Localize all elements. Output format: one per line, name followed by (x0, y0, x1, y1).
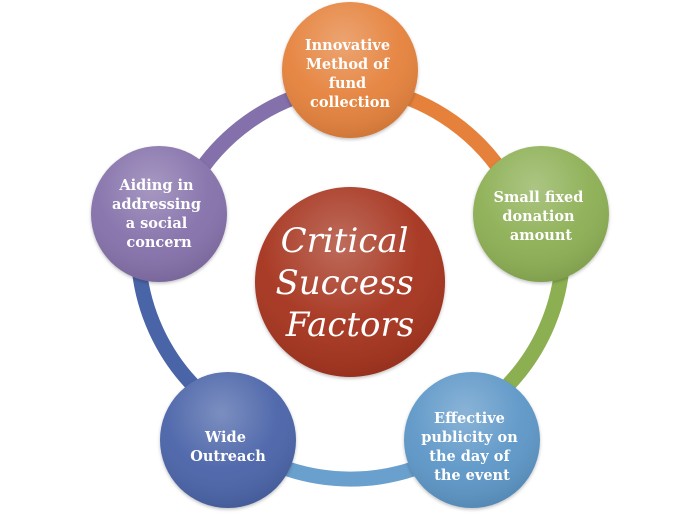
node-label-line: addressing (112, 196, 201, 213)
node-label: Small fixed donation amount (494, 189, 589, 244)
node-label: Wide Outreach (190, 429, 266, 465)
node-label-line: collection (310, 94, 390, 111)
node-label-line: fund (329, 75, 366, 92)
node-label-line: Small fixed (494, 189, 584, 206)
node-label: Innovative Method of fund collection (305, 37, 395, 111)
node-circle-gloss (404, 372, 540, 508)
node-label-line: Outreach (190, 448, 266, 465)
node-circle-gloss (473, 146, 609, 282)
node-label-line: the event (434, 467, 510, 484)
connector-bottom-left-to-left (131, 261, 200, 392)
node-label-line: Wide (204, 429, 246, 446)
node-small-fixed-donation: Small fixed donation amount (473, 146, 609, 282)
center-node: Critical Success Factors (255, 187, 445, 377)
node-label-line: the day of (429, 448, 511, 465)
node-circle-gloss (160, 372, 296, 508)
node-label: Effective publicity on the day of the ev… (421, 410, 523, 484)
node-circle-gloss (282, 2, 418, 138)
node-label-line: a social (126, 215, 188, 232)
node-label-line: Innovative (305, 37, 390, 54)
node-innovative-method: Innovative Method of fund collection (282, 2, 418, 138)
node-wide-outreach: Wide Outreach (160, 372, 296, 508)
connector-bottom-right-to-bottom-left (281, 461, 420, 487)
node-label-line: publicity on (421, 429, 518, 446)
center-title-line: Critical (281, 221, 409, 261)
node-label-line: concern (126, 234, 192, 251)
node-label-line: amount (510, 227, 572, 244)
node-aiding-social-concern: Aiding in addressing a social concern (91, 146, 227, 282)
node-label-line: Method of (306, 56, 391, 73)
node-label-line: Effective (434, 410, 505, 427)
node-effective-publicity: Effective publicity on the day of the ev… (404, 372, 540, 508)
node-label-line: donation (502, 208, 575, 225)
node-label-line: Aiding in (118, 177, 194, 194)
center-title-line: Factors (285, 305, 414, 345)
node-circle-gloss (91, 146, 227, 282)
center-circle-gloss (255, 187, 445, 377)
center-title: Critical Success Factors (275, 221, 424, 345)
connector-right-to-bottom-right (501, 261, 570, 392)
node-label: Aiding in addressing a social concern (112, 177, 206, 251)
center-title-line: Success (275, 263, 413, 303)
